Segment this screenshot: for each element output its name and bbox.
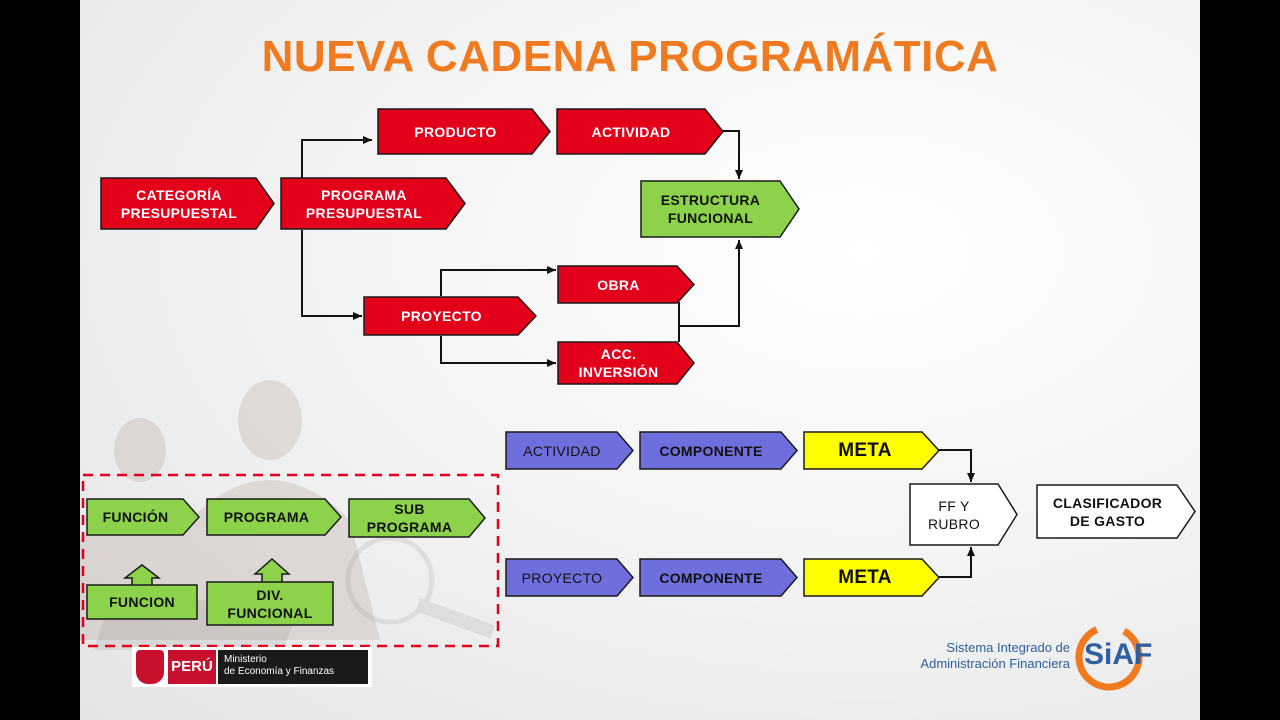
- node-proyecto-bottom: PROYECTO: [505, 558, 634, 597]
- node-label: COMPONENTE: [659, 442, 763, 459]
- node-componente-2: COMPONENTE: [639, 558, 798, 597]
- siaf-wordmark: SiAF: [1084, 638, 1153, 671]
- node-meta-2: META: [803, 558, 940, 597]
- node-label: PROGRAMA PRESUPUESTAL: [305, 186, 423, 221]
- node-obra: OBRA: [557, 265, 695, 304]
- node-proyecto-top: PROYECTO: [363, 296, 537, 336]
- node-funcion: FUNCION: [86, 584, 198, 620]
- node-programa-presupuestal: PROGRAMA PRESUPUESTAL: [280, 177, 466, 230]
- slide: NUEVA CADENA PROGRAMÁTICA: [80, 0, 1200, 720]
- node-componente-1: COMPONENTE: [639, 431, 798, 470]
- node-programa-green: PROGRAMA: [206, 498, 342, 536]
- node-label: FUNCION: [109, 594, 175, 610]
- node-actividad-bottom: ACTIVIDAD: [505, 431, 634, 470]
- siaf-caption: Sistema Integrado de Administración Fina…: [920, 640, 1070, 672]
- node-label: FUNCIÓN: [102, 509, 169, 525]
- node-label: ACTIVIDAD: [591, 123, 671, 140]
- node-label: PROYECTO: [521, 569, 603, 586]
- mef-logo: PERÚ Ministerio de Economía y Finanzas: [132, 647, 372, 687]
- node-categoria-presupuestal: CATEGORÍA PRESUPUESTAL: [100, 177, 275, 230]
- ministerio-box: Ministerio de Economía y Finanzas: [218, 650, 368, 684]
- node-label: PROGRAMA: [223, 509, 310, 525]
- node-estructura-funcional: ESTRUCTURA FUNCIONAL: [640, 180, 800, 238]
- node-meta-1: META: [803, 431, 940, 470]
- node-actividad-top: ACTIVIDAD: [556, 108, 724, 155]
- node-label: DIV. FUNCIONAL: [227, 586, 313, 621]
- node-label: FF Y RUBRO: [927, 497, 981, 532]
- node-label: CLASIFICADOR DE GASTO: [1052, 494, 1163, 529]
- peru-shield-icon: [136, 650, 164, 684]
- node-clasificador-gasto: CLASIFICADOR DE GASTO: [1036, 484, 1196, 539]
- connectors: [81, 130, 975, 648]
- node-label: ACTIVIDAD: [523, 442, 601, 459]
- node-label: OBRA: [597, 276, 640, 293]
- siaf-logo: Sistema Integrado de Administración Fina…: [910, 622, 1153, 692]
- node-label: PROYECTO: [401, 308, 482, 324]
- node-producto: PRODUCTO: [377, 108, 551, 155]
- node-label: COMPONENTE: [659, 569, 763, 586]
- node-label: SUB PROGRAMA: [366, 501, 453, 535]
- ministerio-line2: de Economía y Finanzas: [224, 666, 335, 677]
- node-label: ESTRUCTURA FUNCIONAL: [660, 192, 761, 226]
- node-sub-programa: SUB PROGRAMA: [348, 498, 486, 538]
- node-label: ACC. INVERSIÓN: [578, 346, 659, 380]
- siaf-ring-icon: [1075, 623, 1143, 691]
- node-ff-rubro: FF Y RUBRO: [909, 483, 1018, 546]
- peru-badge: PERÚ: [168, 650, 216, 684]
- node-funcion-accent: FUNCIÓN: [86, 498, 200, 536]
- node-div-funcional: DIV. FUNCIONAL: [206, 581, 334, 626]
- siaf-line1: Sistema Integrado de: [946, 640, 1070, 655]
- page-title: NUEVA CADENA PROGRAMÁTICA: [261, 32, 999, 81]
- node-label: META: [838, 439, 892, 461]
- node-label: CATEGORÍA PRESUPUESTAL: [120, 186, 238, 221]
- node-label: PRODUCTO: [414, 123, 497, 140]
- node-label: META: [838, 566, 892, 588]
- siaf-line2: Administración Financiera: [920, 656, 1070, 671]
- ministerio-line1: Ministerio: [224, 654, 267, 665]
- node-acc-inversion: ACC. INVERSIÓN: [557, 341, 695, 385]
